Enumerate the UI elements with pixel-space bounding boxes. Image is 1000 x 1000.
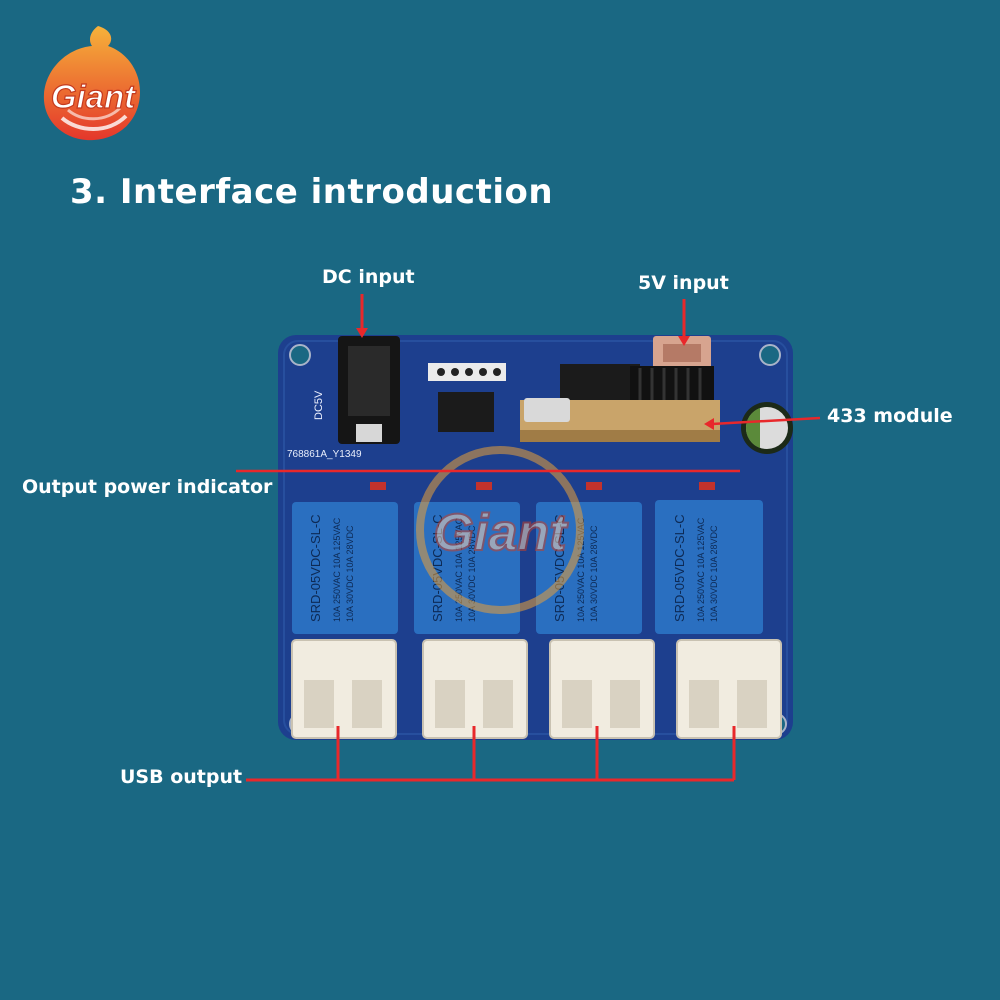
relay-rating: 10A 30VDC 10A 28VDC (709, 525, 719, 622)
relay-rating: 10A 250VAC 10A 125VAC (454, 517, 464, 622)
mount-hole (759, 344, 781, 366)
label-output-power-indicator: Output power indicator (22, 476, 273, 498)
relay-model: SRD-05VDC-SL-C (308, 514, 323, 622)
relay: SRD-05VDC-SL-C 10A 250VAC 10A 125VAC 10A… (292, 502, 398, 634)
relay-model: SRD-05VDC-SL-C (430, 514, 445, 622)
ic-chip (438, 392, 494, 432)
mount-hole (289, 344, 311, 366)
label-433-module: 433 module (827, 405, 953, 427)
arrow-433-module (711, 416, 821, 426)
usb-port (291, 639, 397, 739)
usb-port (676, 639, 782, 739)
label-usb-output: USB output (120, 766, 243, 788)
relay: SRD-05VDC-SL-C 10A 250VAC 10A 125VAC 10A… (414, 502, 520, 634)
usb-port (549, 639, 655, 739)
label-5v-input: 5V input (638, 272, 729, 294)
relay: SRD-05VDC-SL-C 10A 250VAC 10A 125VAC 10A… (536, 502, 642, 634)
watermark-text: Giant (434, 504, 570, 562)
silkscreen-dc5v: DC5V (313, 390, 325, 420)
brand-logo: Giant (28, 18, 158, 148)
output-indicator-led (370, 482, 386, 490)
output-indicator-led (476, 482, 492, 490)
relay-rating: 10A 30VDC 10A 28VDC (589, 525, 599, 622)
relay-rating: 10A 30VDC 10A 28VDC (345, 525, 355, 622)
relay-model: SRD-05VDC-SL-C (672, 514, 687, 622)
relay-rating: 10A 250VAC 10A 125VAC (696, 517, 706, 622)
label-dc-input: DC input (322, 266, 415, 288)
ic-chip (560, 364, 640, 406)
arrow-usb-output (246, 726, 736, 782)
output-indicator-led (699, 482, 715, 490)
logo-text: Giant (51, 78, 137, 115)
relay-rating: 10A 250VAC 10A 125VAC (576, 517, 586, 622)
page-title: 3. Interface introduction (70, 172, 554, 212)
output-indicator-led (586, 482, 602, 490)
relay: SRD-05VDC-SL-C 10A 250VAC 10A 125VAC 10A… (655, 500, 763, 634)
relay-model: SRD-05VDC-SL-C (552, 514, 567, 622)
board-code: 768861A_Y1349 (287, 449, 362, 460)
usb-port (422, 639, 528, 739)
watermark: Giant (416, 446, 584, 614)
relay-rating: 10A 30VDC 10A 28VDC (467, 525, 477, 622)
relay-rating: 10A 250VAC 10A 125VAC (332, 517, 342, 622)
